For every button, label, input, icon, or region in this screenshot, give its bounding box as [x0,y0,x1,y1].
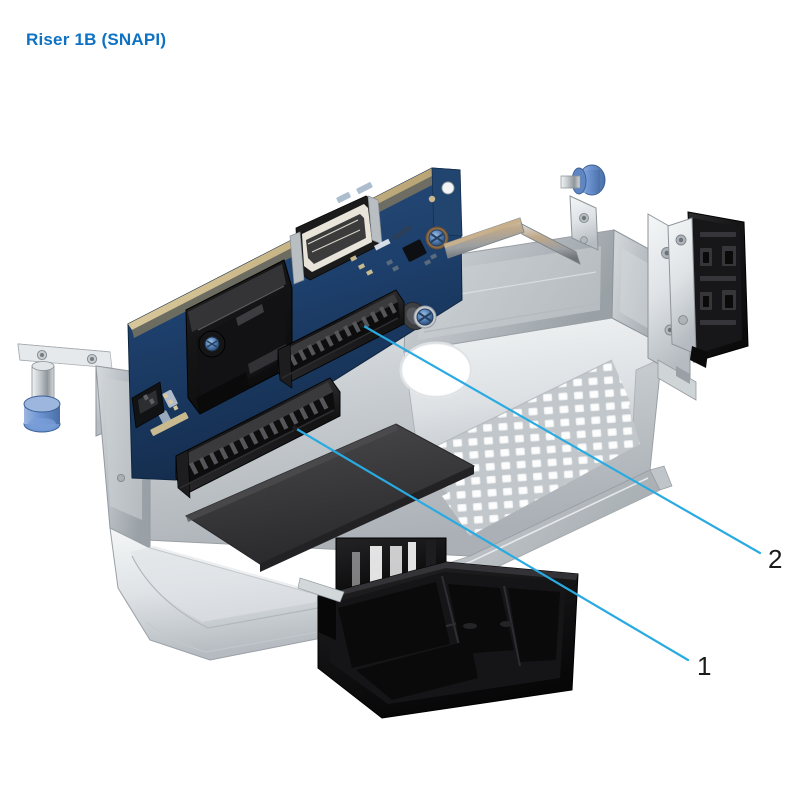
captive-screw-lower[interactable] [413,305,437,329]
pcie-slot-lower[interactable] [175,377,341,499]
callout-leader-lines [293,323,762,662]
release-pin-right[interactable] [560,164,606,196]
pcie-slot-upper[interactable] [277,289,405,389]
page-title: Riser 1B (SNAPI) [26,30,167,49]
callout-leader-2 [360,323,762,555]
callout-label-2: 2 [768,544,783,574]
snapi-connector [185,259,293,415]
release-pin-left[interactable] [23,361,61,433]
callout-label-1: 1 [697,651,712,681]
chassis-tab [297,577,345,603]
air-shroud-divider[interactable] [317,537,579,719]
pcie-filler-bracket[interactable] [667,211,749,368]
foam-pad [184,423,476,572]
callout-leader-1 [293,426,690,662]
handle-bar-right[interactable] [443,195,599,265]
callout-leader-dots [292,322,365,431]
captive-screw-upper[interactable] [425,226,449,250]
header-pins [150,393,189,436]
